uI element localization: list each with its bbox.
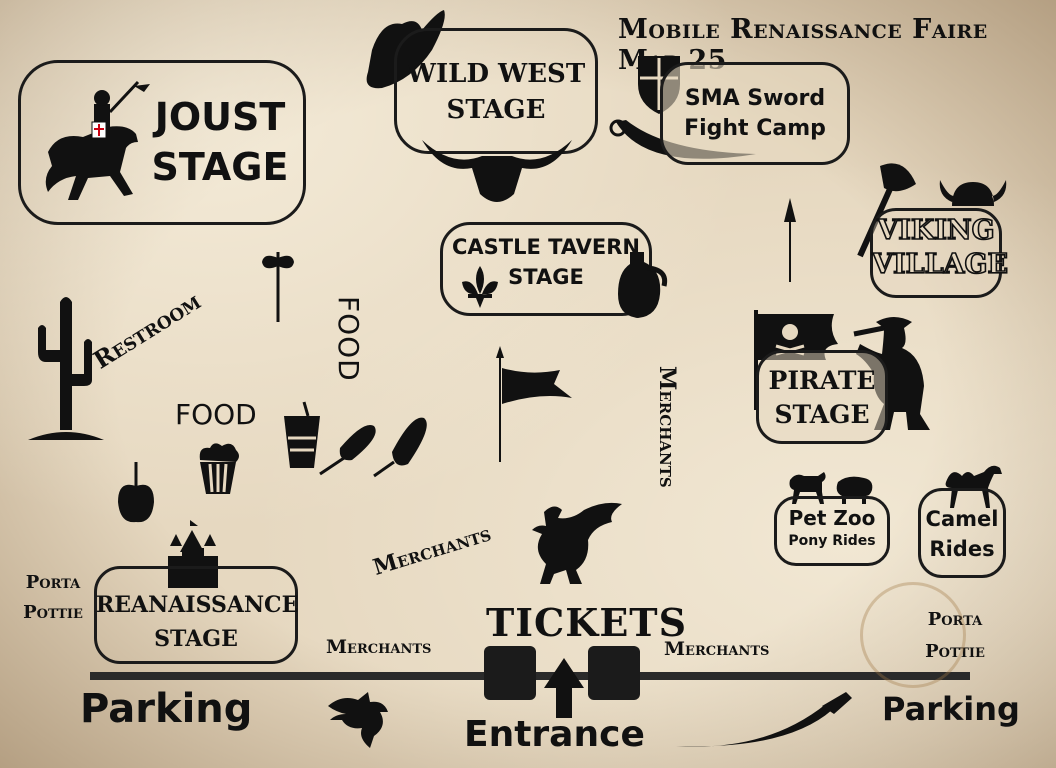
pirate-icon	[853, 317, 930, 430]
pet-zoo-label: Pet Zoo Pony Rides	[788, 506, 876, 549]
knight-icon	[45, 80, 150, 200]
spear-icon	[784, 198, 796, 282]
renaissance-stage-label: REANAISSANCE STAGE	[96, 592, 299, 652]
viking-village-box[interactable]	[870, 208, 1002, 298]
corn-dog-icon	[319, 424, 376, 476]
fleur-de-lis-icon	[462, 266, 498, 308]
sma-camp-box[interactable]	[660, 62, 850, 165]
entrance-label[interactable]: Entrance	[464, 714, 645, 755]
drink-cup-icon	[284, 401, 320, 468]
scimitar-icon	[676, 692, 852, 747]
griffin-icon	[532, 502, 622, 584]
parking-right-label[interactable]: Parking	[882, 690, 1020, 728]
viking-village-label: VIKING VILLAGE	[871, 214, 1009, 281]
ticket-booth-right[interactable]	[588, 646, 640, 700]
castle-tavern-stage-label: CASTLE TAVERN STAGE	[451, 235, 640, 289]
castle-icon	[168, 518, 218, 588]
food-vertical-label: FOOD	[332, 296, 365, 382]
merchants-vertical-label: Merchants	[654, 366, 680, 488]
parking-left-label[interactable]: Parking	[80, 686, 253, 732]
longhorn-icon	[422, 140, 572, 202]
wild-west-stage-box[interactable]	[394, 28, 598, 154]
merchants-right-label: Merchants	[664, 638, 770, 660]
jug-icon	[618, 252, 668, 318]
merchants-left-label: Merchants	[326, 636, 432, 658]
entrance-arrow-icon[interactable]	[544, 658, 584, 718]
food-label: FOOD	[175, 398, 257, 431]
ticket-booth-left[interactable]	[484, 646, 536, 700]
tickets-label: TICKETS	[486, 600, 688, 645]
camel-rides-label: Camel Rides	[925, 507, 999, 561]
banner-flag-icon	[496, 346, 572, 462]
porta-pottie-left-label: Porta Pottie	[23, 572, 83, 623]
battle-axe-icon	[262, 252, 294, 322]
camel-rides-box[interactable]	[918, 488, 1006, 578]
dragon-icon	[328, 692, 388, 748]
candy-apple-icon	[118, 462, 154, 523]
pirate-stage-box[interactable]	[756, 350, 888, 444]
crossed-swords-icon	[609, 119, 756, 159]
joust-stage-box[interactable]	[18, 60, 306, 225]
viking-helmet-icon	[939, 180, 1007, 206]
popcorn-icon	[199, 443, 239, 494]
restroom-label: Restroom	[88, 286, 206, 375]
wild-west-stage-label: WILD WEST STAGE	[406, 59, 586, 125]
renaissance-stage-box[interactable]	[94, 566, 298, 664]
pickle-icon	[373, 417, 427, 478]
pet-zoo-box[interactable]	[774, 496, 890, 566]
cactus-icon	[28, 297, 104, 440]
sma-camp-label: SMA Sword Fight Camp	[684, 86, 826, 141]
stain	[860, 582, 966, 688]
pirate-stage-label: PIRATE STAGE	[768, 366, 876, 429]
joust-stage-label: JOUST STAGE	[151, 95, 289, 189]
merchants-center-label: Merchants	[370, 520, 495, 581]
